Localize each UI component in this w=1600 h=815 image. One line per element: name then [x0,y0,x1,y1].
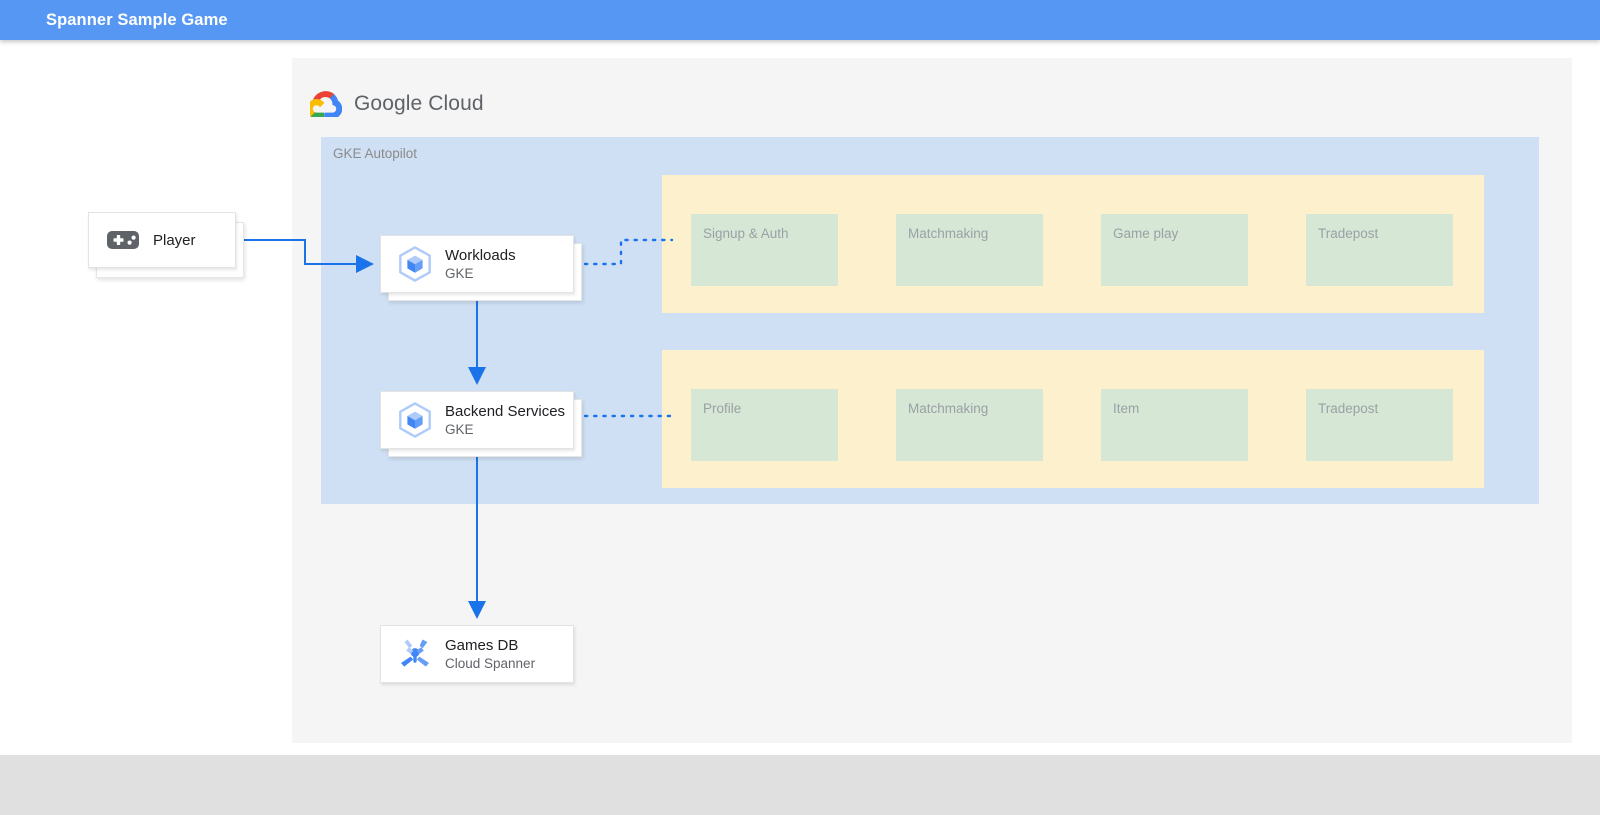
service-card-label: Game play [1113,226,1179,241]
service-card[interactable]: Game play [1101,214,1248,286]
service-group-backend: Profile Matchmaking Item Tradepost [662,350,1484,488]
node-workloads[interactable]: Workloads GKE [380,235,574,293]
service-card-label: Tradepost [1318,401,1379,416]
google-cloud-wordmark: Google Cloud [354,92,484,116]
node-backend-services-subtitle: GKE [445,421,474,437]
node-workloads-subtitle: GKE [445,265,474,281]
node-games-db[interactable]: Games DB Cloud Spanner [380,625,574,683]
gke-icon [393,246,437,282]
google-cloud-brand: Google Cloud [310,90,484,117]
node-player-text: Player [153,231,196,250]
node-workloads-text: Workloads GKE [445,246,516,283]
footer-band [0,755,1600,815]
node-backend-services-text: Backend Services GKE [445,402,565,439]
service-group-frontend: Signup & Auth Matchmaking Game play Trad… [662,175,1484,313]
service-card-label: Tradepost [1318,226,1379,241]
node-games-db-text: Games DB Cloud Spanner [445,636,535,673]
service-card[interactable]: Item [1101,389,1248,461]
gke-autopilot-container: GKE Autopilot Signup & Auth Matchmaking … [321,137,1539,504]
gamepad-icon [101,228,145,252]
service-card[interactable]: Matchmaking [896,214,1043,286]
page-body: Google Cloud GKE Autopilot Signup & Auth… [0,40,1600,795]
service-card[interactable]: Profile [691,389,838,461]
node-backend-services[interactable]: Backend Services GKE [380,391,574,449]
gke-autopilot-label: GKE Autopilot [333,146,418,161]
wordmark-cloud: Cloud [428,91,484,115]
gke-icon [393,402,437,438]
service-card[interactable]: Tradepost [1306,214,1453,286]
service-card-label: Signup & Auth [703,226,789,241]
node-games-db-title: Games DB [445,636,519,654]
wordmark-google: Google [354,91,423,115]
service-card[interactable]: Signup & Auth [691,214,838,286]
cloud-spanner-icon [393,637,437,671]
node-workloads-title: Workloads [445,246,516,264]
architecture-diagram-panel: Google Cloud GKE Autopilot Signup & Auth… [292,58,1572,743]
node-games-db-subtitle: Cloud Spanner [445,655,536,671]
service-card-label: Item [1113,401,1140,416]
node-player-title: Player [153,231,196,249]
node-backend-services-title: Backend Services [445,402,566,420]
service-card-label: Matchmaking [908,226,989,241]
node-player[interactable]: Player [88,212,236,268]
app-title: Spanner Sample Game [46,11,228,29]
app-bar: Spanner Sample Game [0,0,1600,40]
service-card-label: Matchmaking [908,401,989,416]
service-card[interactable]: Matchmaking [896,389,1043,461]
google-cloud-logo-icon [310,91,342,117]
service-card-label: Profile [703,401,742,416]
service-card[interactable]: Tradepost [1306,389,1453,461]
